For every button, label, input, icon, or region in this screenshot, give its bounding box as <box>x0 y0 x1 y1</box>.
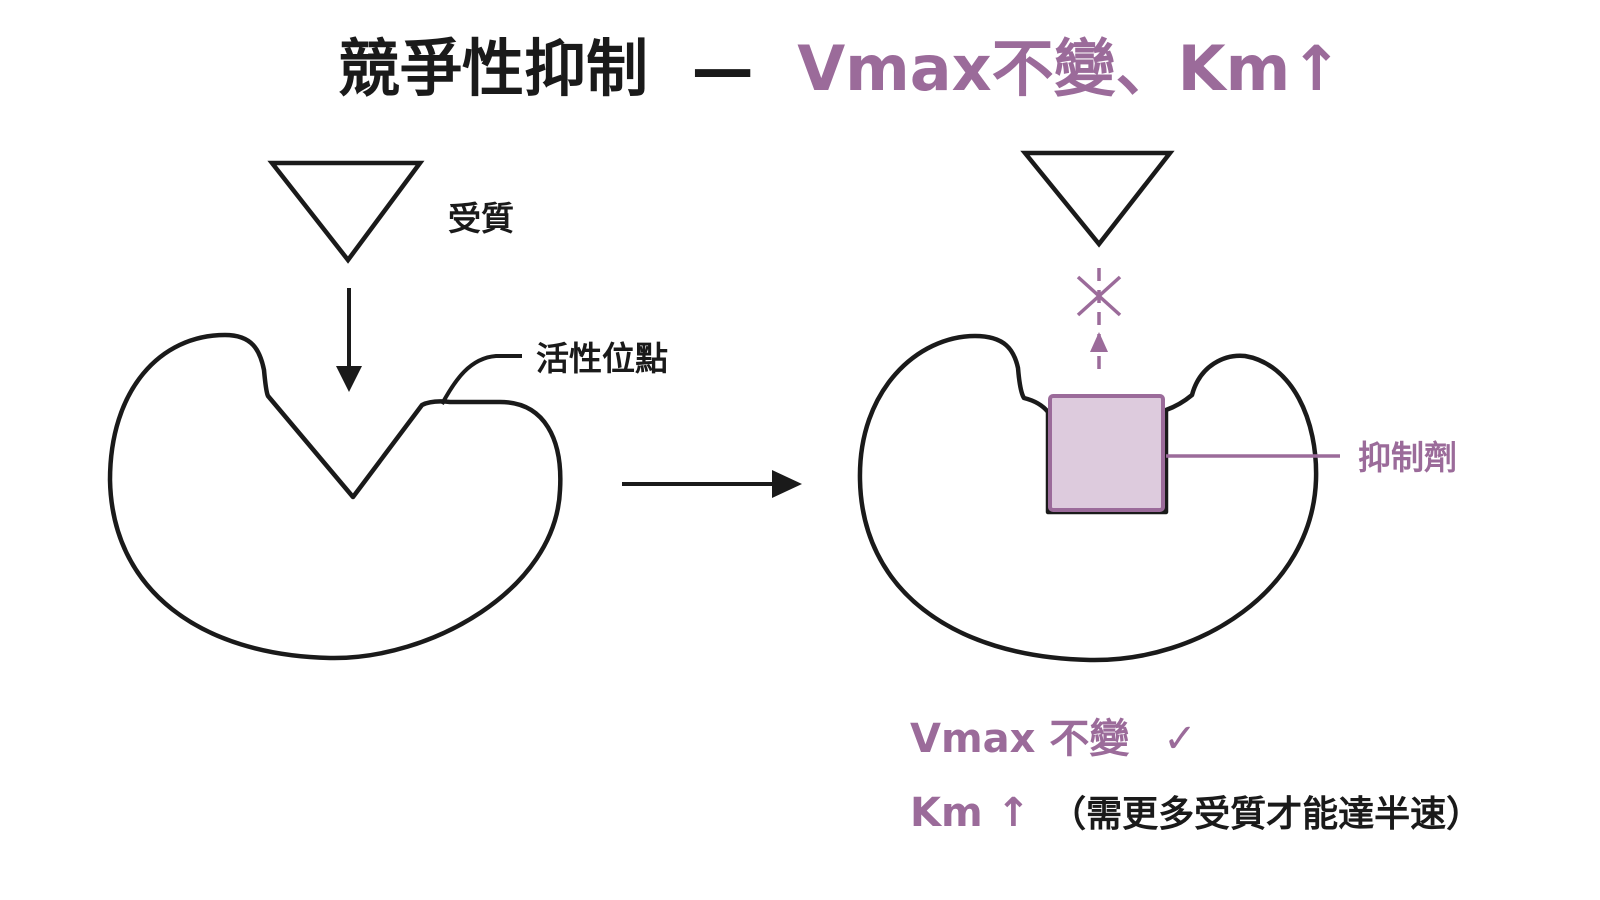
substrate-label: 受質 <box>448 199 514 238</box>
title-dash: — <box>692 32 754 105</box>
kinetics-notes: Vmax 不變 ✓ Km ↑ （需更多受質才能達半速） <box>910 716 1482 836</box>
blocked-arrow-head <box>1090 332 1108 352</box>
vmax-check-icon: ✓ <box>1163 716 1197 762</box>
active-site-leader <box>440 354 522 405</box>
title-highlight: Vmax不變、Km↑ <box>797 32 1342 105</box>
left-panel: 受質 活性位點 <box>107 160 668 661</box>
binding-arrow-head <box>336 366 362 392</box>
inhibitor-label: 抑制劑 <box>1358 438 1457 477</box>
km-note: Km ↑ （需更多受質才能達半速） <box>910 790 1482 836</box>
blocked-cross-mark <box>1076 275 1122 317</box>
page-title: 競爭性抑制 — Vmax不變、Km↑ <box>338 32 1342 105</box>
active-site-label: 活性位點 <box>536 339 668 378</box>
enzyme-right <box>857 333 1319 663</box>
substrate-triangle-blocked <box>1020 150 1175 248</box>
inhibitor-block <box>1048 394 1165 512</box>
vmax-label: Vmax 不變 <box>910 716 1129 762</box>
km-label: Km ↑ <box>910 790 1030 836</box>
right-panel: 抑制劑 <box>857 150 1457 663</box>
km-explanation: （需更多受質才能達半速） <box>1050 794 1482 835</box>
substrate-triangle <box>267 160 425 264</box>
enzyme-left <box>107 332 563 661</box>
title-main: 競爭性抑制 <box>338 32 648 105</box>
transition-arrow <box>622 470 802 498</box>
vmax-note: Vmax 不變 ✓ <box>910 716 1197 762</box>
